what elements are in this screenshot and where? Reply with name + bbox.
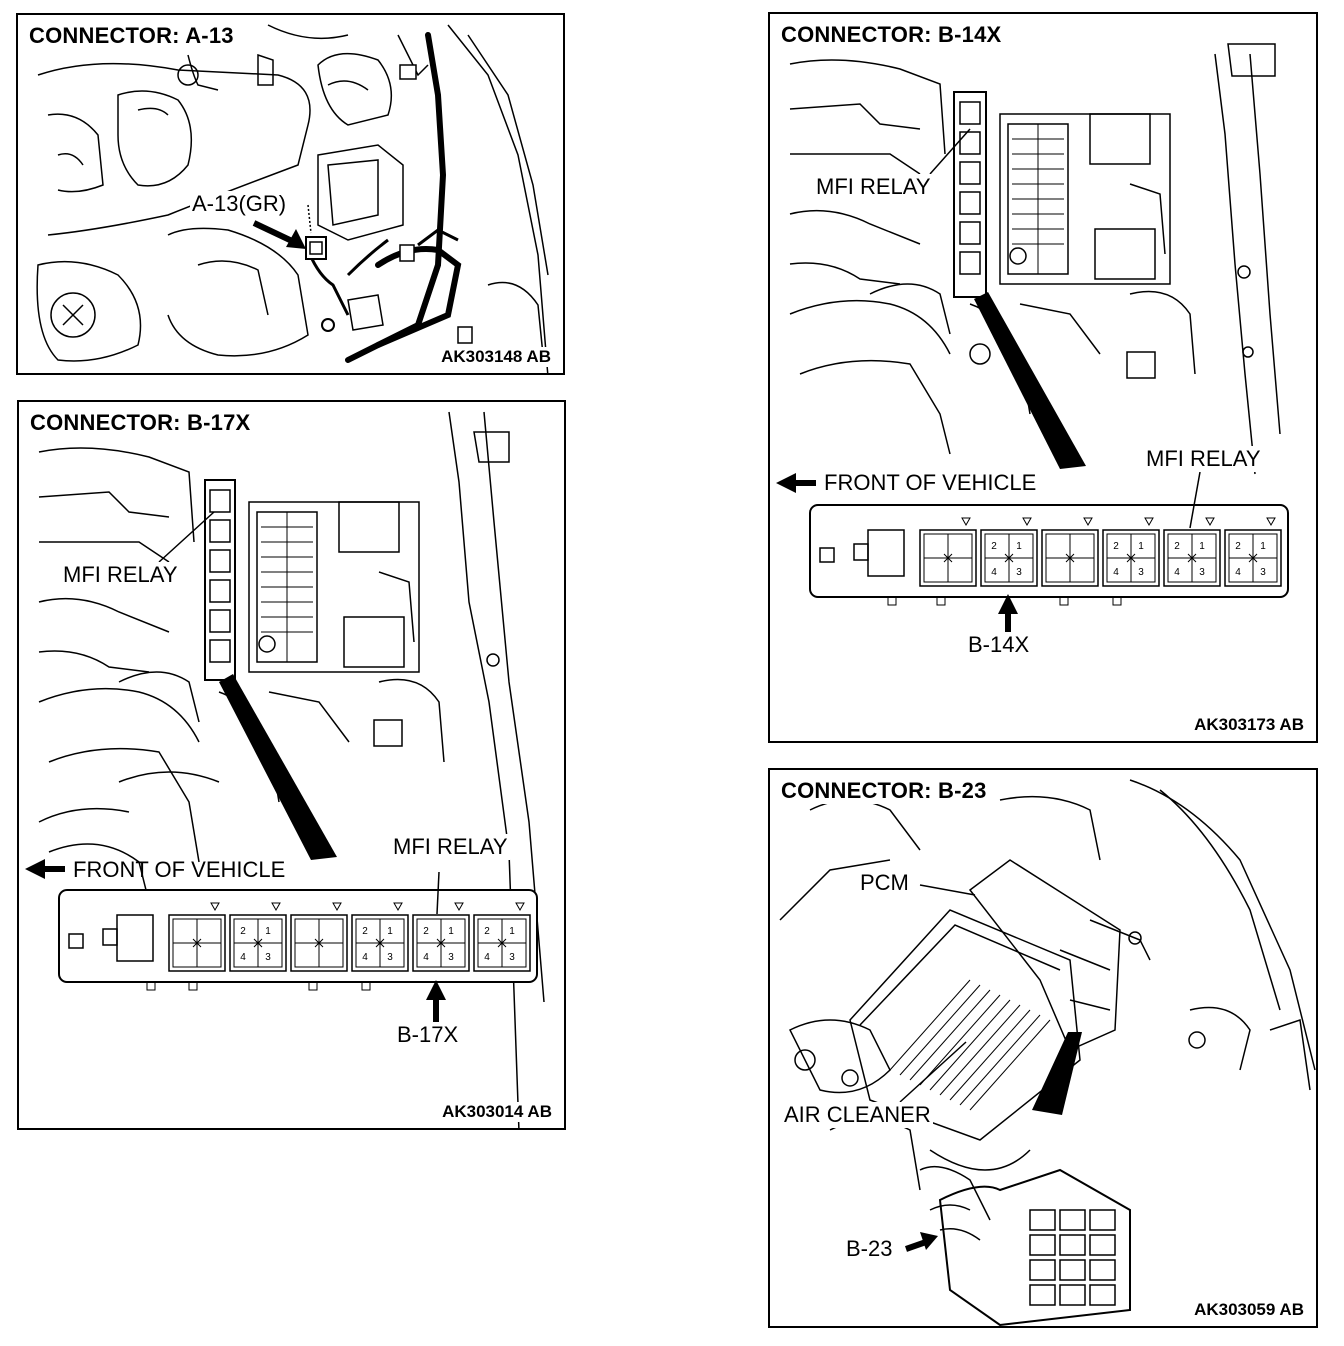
b17x-pin-number: 1	[448, 926, 454, 937]
b14x-pin-number: 1	[1199, 541, 1205, 552]
figure-code-b14x: AK303173 AB	[1192, 715, 1306, 735]
b14x-pin-number: 2	[1174, 541, 1180, 552]
connector-b23-panel: CONNECTOR: B-23 PCM AIR CLEANER B-23 AK3…	[768, 768, 1318, 1328]
panel-title-b14x: CONNECTOR: B-14X	[778, 22, 1005, 48]
callout-wedge-b17x	[219, 674, 337, 860]
b14x-relay-slot: 2 1 4 3	[1102, 517, 1160, 587]
relay-label-upper-b14x: MFI RELAY	[814, 174, 933, 200]
b14x-pin-number: 3	[1016, 567, 1022, 578]
figure-code-b17x: AK303014 AB	[440, 1102, 554, 1122]
pcm-illustration-b23	[779, 779, 1316, 1326]
b14x-pin-number: 3	[1260, 567, 1266, 578]
b17x-pin-number: 1	[509, 926, 515, 937]
panel-title-a13: CONNECTOR: A-13	[26, 23, 237, 49]
b17x-pin-number: 1	[387, 926, 393, 937]
relay-label-upper-b17x: MFI RELAY	[61, 562, 180, 588]
b17x-pin-number: 3	[265, 952, 271, 963]
b17x-pin-number: 2	[423, 926, 429, 937]
figure-code-b23: AK303059 AB	[1192, 1300, 1306, 1320]
b17x-relay-slot: 2 1 4 3	[351, 902, 409, 972]
b17x-pin-number: 2	[362, 926, 368, 937]
front-arrow-b17x	[25, 859, 65, 879]
pointer-label-b17x: B-17X	[397, 1022, 459, 1047]
callout-wedge-b23	[1032, 1032, 1082, 1115]
b14x-pin-number: 2	[991, 541, 997, 552]
air-cleaner-label: AIR CLEANER	[782, 1102, 933, 1128]
b17x-pin-number: 4	[423, 952, 429, 963]
front-arrow-b14x	[776, 473, 816, 493]
pointer-label-a13: A-13(GR)	[190, 191, 289, 217]
b17x-relay-slot	[168, 902, 226, 972]
b14x-pin-number: 3	[1138, 567, 1144, 578]
relay-block-diagram-b14x: 2 1 4 3 2 1 4 3 2 1 4 3 2 1 4 3	[809, 504, 1289, 606]
b17x-relay-slot: 2 1 4 3	[229, 902, 287, 972]
relay-box-illustration-b14x: 2 1 4 3 2 1 4 3 2 1 4 3 2 1 4 3	[776, 43, 1289, 632]
pointer-label-b14x: B-14X	[968, 632, 1030, 657]
figure-code-a13: AK303148 AB	[439, 347, 553, 367]
pcm-detail	[919, 1165, 1131, 1326]
relay-box-illustration-b17x: 2 1 4 3 2 1 4 3 2 1 4 3 2 1 4 3	[25, 411, 545, 1128]
pointer-arrow-b23	[905, 1232, 938, 1252]
pointer-label-b23: B-23	[846, 1236, 893, 1261]
b14x-pin-number: 4	[1235, 567, 1241, 578]
relay-block-diagram-b17x: 2 1 4 3 2 1 4 3 2 1 4 3 2 1 4 3	[58, 889, 538, 991]
b14x-relay-slot: 2 1 4 3	[1163, 517, 1221, 587]
b14x-relay-slot	[1041, 517, 1099, 587]
b14x-pin-number: 1	[1016, 541, 1022, 552]
panel-title-b23: CONNECTOR: B-23	[778, 778, 990, 804]
b17x-pin-number: 4	[484, 952, 490, 963]
b17x-pin-number: 4	[240, 952, 246, 963]
b17x-pin-number: 3	[448, 952, 454, 963]
connector-b17x-panel: 2 1 4 3 2 1 4 3 2 1 4 3 2 1 4 3 CONNECTOR: B-17X MFI RE…	[17, 400, 566, 1130]
b17x-pin-number: 4	[362, 952, 368, 963]
connector-a13-shape	[305, 236, 327, 260]
relay-label-lower-b14x: MFI RELAY	[1144, 446, 1263, 472]
b14x-relay-slot: 2 1 4 3	[1224, 517, 1282, 587]
b14x-pin-number: 4	[991, 567, 997, 578]
pointer-arrow-b17x	[426, 980, 446, 1022]
connector-a13-panel: CONNECTOR: A-13 A-13(GR) AK303148 AB	[16, 13, 565, 375]
b17x-pin-number: 3	[509, 952, 515, 963]
pointer-arrow-b14x	[998, 594, 1018, 632]
b14x-pin-number: 4	[1113, 567, 1119, 578]
connector-b14x-panel: 2 1 4 3 2 1 4 3 2 1 4 3 2 1 4 3 CONNECTOR: B-14X MFI RE…	[768, 12, 1318, 743]
b17x-relay-slot: 2 1 4 3	[412, 902, 470, 972]
front-label-b14x: FRONT OF VEHICLE	[824, 470, 1037, 495]
b17x-pin-number: 2	[484, 926, 490, 937]
b17x-pin-number: 3	[387, 952, 393, 963]
front-label-b17x: FRONT OF VEHICLE	[73, 857, 286, 882]
b17x-relay-slot: 2 1 4 3	[473, 902, 531, 972]
b14x-pin-number: 1	[1138, 541, 1144, 552]
b17x-pin-number: 2	[240, 926, 246, 937]
panel-title-b17x: CONNECTOR: B-17X	[27, 410, 254, 436]
b17x-relay-slot	[290, 902, 348, 972]
b14x-pin-number: 3	[1199, 567, 1205, 578]
pcm-label: PCM	[858, 870, 911, 896]
b14x-relay-slot	[919, 517, 977, 587]
b14x-pin-number: 2	[1113, 541, 1119, 552]
engine-bay-illustration-a13	[36, 24, 549, 373]
callout-wedge-b14x	[974, 292, 1086, 469]
arrow-a13	[252, 220, 306, 249]
relay-label-lower-b17x: MFI RELAY	[391, 834, 510, 860]
b14x-pin-number: 4	[1174, 567, 1180, 578]
b17x-pin-number: 1	[265, 926, 271, 937]
b14x-pin-number: 2	[1235, 541, 1241, 552]
b14x-relay-slot: 2 1 4 3	[980, 517, 1038, 587]
b14x-pin-number: 1	[1260, 541, 1266, 552]
